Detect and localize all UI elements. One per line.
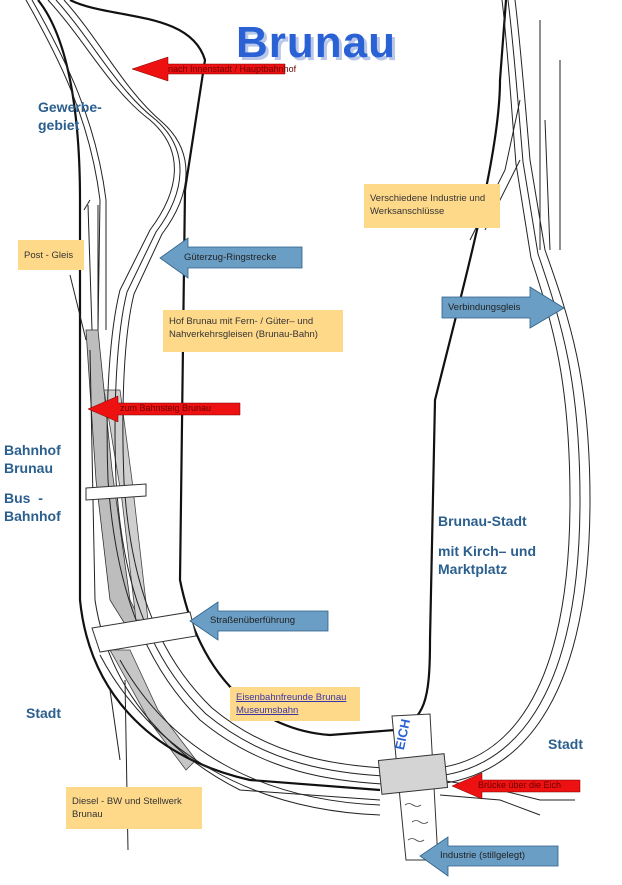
arrow-red-bruecke <box>451 772 581 800</box>
arrow-label-bruecke: Brücke über die Eich <box>478 780 562 790</box>
label-busbahnhof: Bus - Bahnhof <box>4 490 61 524</box>
note-post-gleis: Post - Gleis <box>18 240 84 270</box>
map-title: Brunau <box>236 18 396 67</box>
arrow-label-strasse: Straßenüberführung <box>210 615 296 626</box>
label-brunau-stadt: Brunau-Stadt <box>438 513 527 529</box>
road-bridge-bahnhof <box>85 483 147 501</box>
arrow-blue-industrie <box>419 836 559 877</box>
arrow-blue-verbindung <box>441 286 565 329</box>
arrow-red-top <box>131 56 286 82</box>
arrow-label-top: nach Innenstadt / Hauptbahnhof <box>168 64 297 74</box>
arrow-red-bahnsteig <box>87 395 241 423</box>
arrow-blue-gueterzug <box>159 237 303 279</box>
label-stadt-left: Stadt <box>26 705 61 721</box>
boundary-line-left <box>37 0 381 792</box>
note-hof-brunau: Hof Brunau mit Fern- / Güter– und Nahver… <box>163 310 343 352</box>
river-waves <box>404 803 429 842</box>
arrow-label-gueterzug: Güterzug-Ringstrecke <box>184 252 277 263</box>
label-gewerbegebiet: Gewerbe- gebiet <box>38 99 102 133</box>
platform-area-3 <box>109 649 197 771</box>
museumsbahn-link[interactable]: Eisenbahnfreunde Brunau Museumsbahn <box>236 692 347 716</box>
label-stadt-right: Stadt <box>548 736 583 752</box>
arrow-label-bahnsteig: zum Bahnsteig Brunau <box>120 403 212 413</box>
arrow-blue-strasse <box>189 601 329 641</box>
note-diesel-bw: Diesel - BW und Stellwerk Brunau <box>66 787 202 829</box>
arrow-label-industrie: Industrie (stillgelegt) <box>440 850 526 861</box>
note-industrie: Verschiedene Industrie und Werksanschlüs… <box>364 184 500 228</box>
label-kirch-markt: mit Kirch– und Marktplatz <box>438 543 537 577</box>
bridge-over-eich <box>377 753 449 795</box>
label-bahnhof: Bahnhof Brunau <box>4 442 61 476</box>
note-museumsbahn[interactable]: Eisenbahnfreunde Brunau Museumsbahn <box>230 687 360 721</box>
road-overpass <box>91 611 197 653</box>
arrow-label-verbindung: Verbindungsgleis <box>448 302 521 313</box>
